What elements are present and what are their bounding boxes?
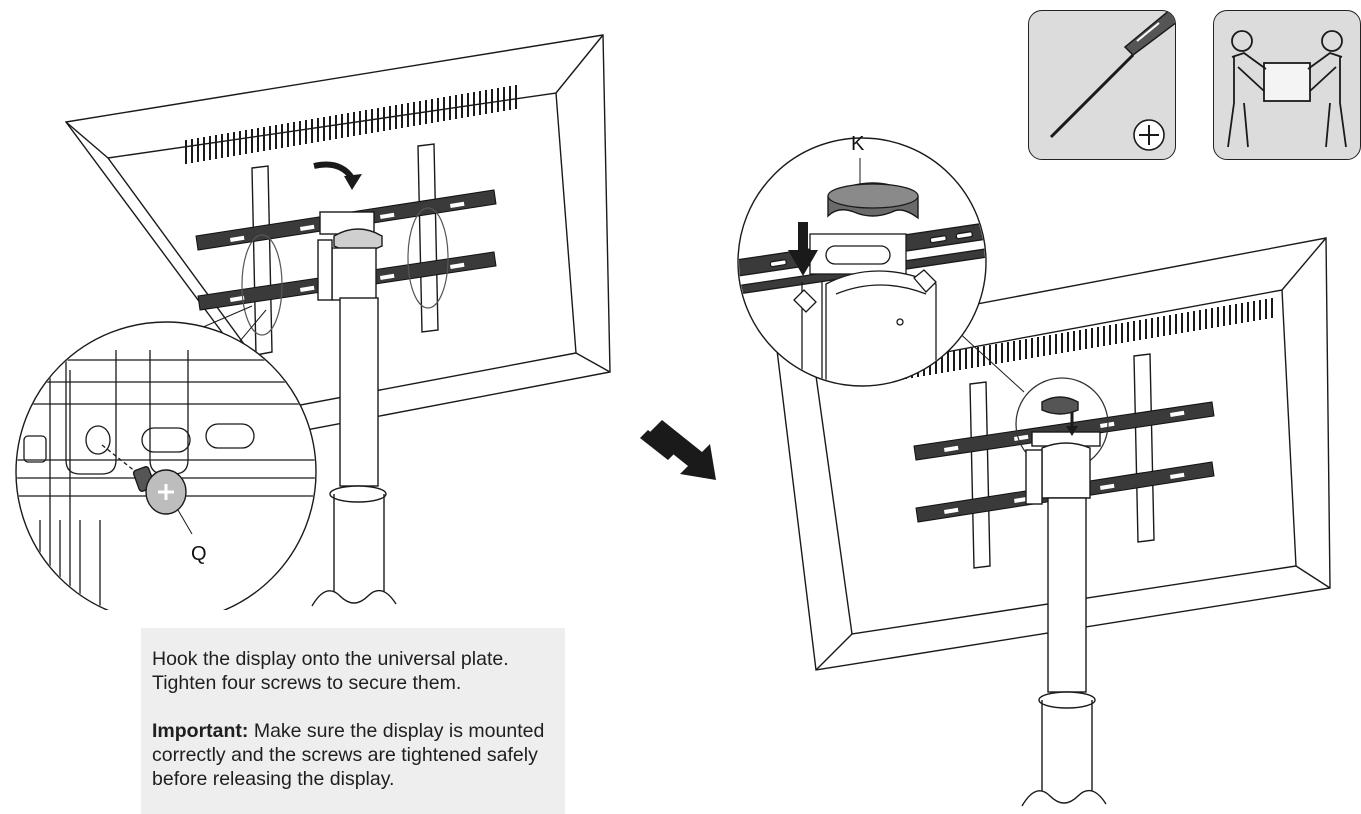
instruction-panel: Hook the display onto the universal plat… — [141, 628, 565, 814]
next-step-arrow-icon — [640, 420, 730, 490]
instruction-line-2: Tighten four screws to secure them. — [152, 672, 462, 694]
hook-display-illustration — [0, 0, 640, 610]
important-label: Important: — [152, 720, 249, 742]
important-note: Important: Make sure the display is moun… — [152, 719, 565, 791]
instruction-line-1: Hook the display onto the universal plat… — [152, 648, 509, 670]
two-person-lift-icon — [1213, 10, 1361, 160]
install-cap-illustration — [730, 0, 1361, 814]
phillips-screwdriver-icon — [1028, 10, 1176, 160]
part-k-label: K — [851, 133, 865, 155]
paragraph-spacer — [152, 695, 565, 719]
part-q-label: Q — [191, 543, 207, 565]
important-text: Make sure the display is mounted correct… — [152, 720, 545, 790]
